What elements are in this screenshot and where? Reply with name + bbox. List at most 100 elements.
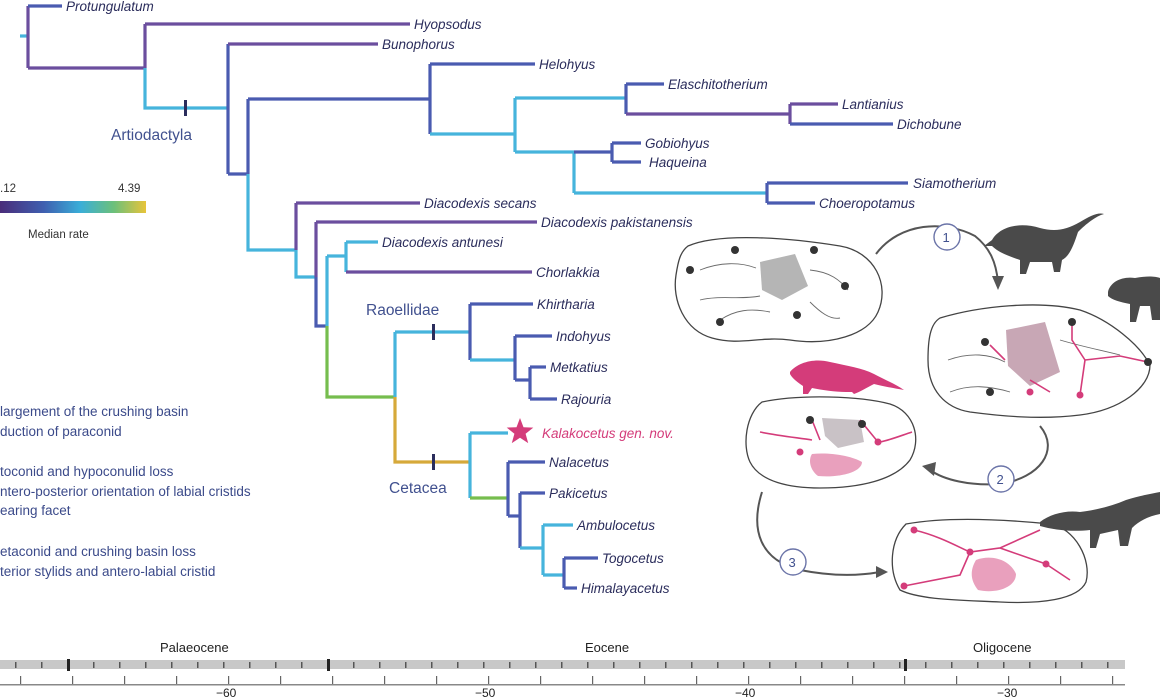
timescale-minor-ticks (15, 662, 1109, 668)
timescale-lower-tick (696, 676, 698, 684)
timescale-minor-tick (275, 662, 277, 668)
epoch-oligocene: Oligocene (973, 640, 1032, 655)
legend-max-label: 4.39 (118, 183, 140, 195)
timescale-lower-tick (592, 676, 594, 684)
animal-silhouettes (790, 213, 1160, 548)
timescale-minor-tick (1081, 662, 1083, 668)
step-badge-3 (779, 548, 807, 576)
timescale-minor-tick (1107, 662, 1109, 668)
clade-label-artiodactyla: Artiodactyla (111, 127, 192, 144)
step-badge-2 (987, 465, 1015, 493)
legend-gradient-bar (0, 201, 146, 213)
timescale: Palaeocene Eocene Oligocene −60 −50 −40 … (0, 640, 1125, 700)
timescale-minor-tick (197, 662, 199, 668)
cetacea-marker (432, 454, 435, 470)
step-arrows: 1 2 3 (756, 223, 1049, 578)
timescale-baseline (0, 684, 1125, 686)
timescale-lower-tick (800, 676, 802, 684)
time-label-60: −60 (216, 686, 237, 700)
timescale-major-tick-3 (904, 659, 907, 671)
timescale-lower-tick (852, 676, 854, 684)
timescale-lower-tick (280, 676, 282, 684)
timescale-minor-tick (1055, 662, 1057, 668)
tooth-drawing-1 (674, 236, 883, 343)
timescale-minor-tick (431, 662, 433, 668)
tooth-illustrations (674, 236, 1152, 604)
artiodactyla-marker (184, 100, 187, 116)
timescale-minor-tick (847, 662, 849, 668)
timescale-lower-tick (540, 676, 542, 684)
taxon-himalayacetus: Himalayacetus (581, 581, 670, 596)
arrow-head-1 (992, 276, 1004, 290)
epoch-eocene: Eocene (585, 640, 629, 655)
timescale-minor-tick (353, 662, 355, 668)
legend-title: Median rate (28, 229, 89, 241)
timescale-minor-tick (691, 662, 693, 668)
timescale-lower-tick (488, 676, 490, 684)
timescale-minor-tick (457, 662, 459, 668)
timescale-minor-tick (1029, 662, 1031, 668)
step-number-1: 1 (943, 230, 950, 245)
epoch-palaeocene: Palaeocene (160, 640, 229, 655)
timescale-minor-tick (249, 662, 251, 668)
clade-label-raoellidae: Raoellidae (366, 302, 439, 319)
taxon-chorlakkia: Chorlakkia (536, 265, 600, 280)
timescale-minor-tick (145, 662, 147, 668)
taxon-khirtharia: Khirtharia (537, 297, 595, 312)
clade-markers (184, 100, 435, 470)
step-number-3: 3 (789, 555, 796, 570)
timescale-lower-tick (228, 676, 230, 684)
taxon-rajouria: Rajouria (561, 392, 612, 407)
timescale-lower-tick (1060, 676, 1062, 684)
timescale-lower-tick (644, 676, 646, 684)
timescale-minor-tick (743, 662, 745, 668)
timescale-minor-tick (925, 662, 927, 668)
timescale-minor-tick (821, 662, 823, 668)
timescale-lower-tick (1112, 676, 1114, 684)
timescale-lower-tick (384, 676, 386, 684)
note-line-4: ntero-posterior orientation of labial cr… (0, 484, 251, 499)
timescale-label-ticks (20, 676, 1114, 684)
taxon-nalacetus: Nalacetus (549, 455, 609, 470)
taxon-protungulatum: Protungulatum (66, 0, 154, 14)
taxon-choeropotamus: Choeropotamus (819, 196, 915, 211)
taxon-helohyus: Helohyus (539, 57, 596, 72)
trait-notes: largement of the crushing basin duction … (0, 404, 251, 579)
time-label-40: −40 (735, 686, 756, 700)
timescale-minor-tick (93, 662, 95, 668)
step-badge-1 (933, 223, 961, 251)
note-line-6: etaconid and crushing basin loss (0, 544, 196, 559)
timescale-minor-tick (899, 662, 901, 668)
rodent-silhouette-icon (984, 213, 1104, 274)
timescale-minor-tick (223, 662, 225, 668)
taxon-togocetus: Togocetus (602, 551, 664, 566)
timescale-minor-tick (665, 662, 667, 668)
taxon-hyopsodus: Hyopsodus (414, 17, 482, 32)
timescale-major-tick-1 (67, 659, 70, 671)
mammal-silhouette-icon (1108, 276, 1160, 322)
timescale-lower-tick (176, 676, 178, 684)
note-line-5: earing facet (0, 503, 71, 518)
timescale-lower-tick (20, 676, 22, 684)
taxon-haqueina: Haqueina (649, 155, 707, 170)
timescale-lower-tick (748, 676, 750, 684)
raoellidae-marker (432, 324, 435, 340)
timescale-minor-tick (119, 662, 121, 668)
timescale-lower-tick (72, 676, 74, 684)
timescale-lower-tick (436, 676, 438, 684)
time-label-50: −50 (475, 686, 496, 700)
taxon-metkatius: Metkatius (550, 360, 608, 375)
timescale-minor-tick (717, 662, 719, 668)
note-line-1: largement of the crushing basin (0, 404, 188, 419)
taxon-pakicetus: Pakicetus (549, 486, 608, 501)
timescale-lower-tick (1008, 676, 1010, 684)
indohyus-silhouette-icon (790, 360, 904, 394)
timescale-minor-tick (405, 662, 407, 668)
timescale-major-tick-2 (327, 659, 330, 671)
taxon-siamotherium: Siamotherium (913, 176, 996, 191)
note-line-3: toconid and hypoconulid loss (0, 464, 174, 479)
note-line-2: duction of paraconid (0, 424, 122, 439)
taxon-lantianius: Lantianius (842, 97, 904, 112)
taxon-diacodexis-pakistanensis: Diacodexis pakistanensis (541, 215, 693, 230)
